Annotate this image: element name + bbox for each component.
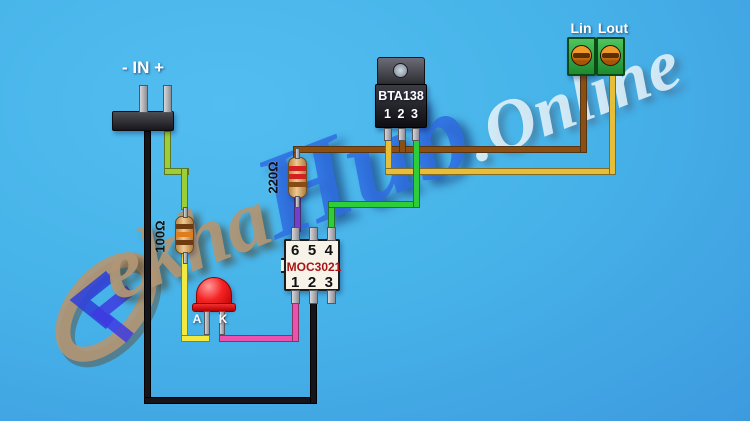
- triac-pin-number: 3: [411, 107, 418, 121]
- triac-pin-labels: 1 2 3: [375, 107, 427, 121]
- opto-pin-number: 6: [291, 242, 300, 259]
- opto-pin4-stub: [327, 227, 336, 241]
- input-label: - IN +: [121, 58, 165, 77]
- triac-mounting-hole: [393, 63, 408, 78]
- wire-led-anode-1: [181, 251, 188, 342]
- resistor-band: [289, 166, 306, 171]
- terminal-label-lout: Lout: [597, 20, 629, 36]
- resistor-band: [176, 224, 193, 229]
- wire-led-cathode-2: [292, 300, 299, 342]
- wire-load-gold-lout: [609, 74, 616, 175]
- wire-dc-negative-vertical: [144, 131, 151, 403]
- opto-pin3-stub: [327, 290, 336, 304]
- resistor-r1-lead-bottom: [183, 252, 188, 264]
- triac-pin1-stub: [384, 128, 392, 141]
- triac-pin2-stub: [398, 128, 406, 141]
- wire-dc-positive-3: [181, 168, 188, 210]
- led-anode-label: A: [192, 312, 202, 326]
- watermark-logo-icon: [55, 252, 162, 368]
- led-flange: [192, 303, 236, 312]
- wire-dc-negative-to-pin2: [310, 300, 317, 404]
- terminal-screw-slot: [573, 53, 590, 58]
- wire-dc-negative-bottom: [144, 397, 317, 404]
- triac-pin-number: 1: [384, 107, 391, 121]
- terminal-screw-slot: [602, 53, 619, 58]
- triac-body: [375, 84, 427, 128]
- led-pin-anode: [204, 311, 210, 335]
- resistor-r1-body: [175, 216, 194, 254]
- opto-pin6-stub: [291, 227, 300, 241]
- opto-pins-bottom-row: 1 2 3: [284, 274, 340, 291]
- triac-pin-number: 2: [397, 107, 405, 121]
- resistor-band: [289, 174, 306, 179]
- opto-pin-number: 3: [324, 274, 333, 291]
- opto-pin-number: 2: [307, 274, 317, 291]
- wire-dc-positive-2: [164, 168, 189, 175]
- resistor-r2-lead-top: [295, 148, 300, 159]
- resistor-band: [289, 182, 306, 187]
- opto-part-label: MOC3021: [286, 260, 342, 274]
- wire-line-brown-lin: [580, 74, 587, 153]
- resistor-r1-lead-top: [183, 207, 188, 218]
- resistor-band: [176, 232, 193, 237]
- wire-led-cathode-1: [219, 335, 297, 342]
- opto-pin1-stub: [291, 290, 300, 304]
- triac-part-label: BTA138: [378, 89, 424, 103]
- led-pin-cathode: [219, 311, 225, 335]
- input-pin-negative: [139, 85, 148, 113]
- wire-led-anode-2: [181, 335, 210, 342]
- opto-pin2-stub: [309, 290, 318, 304]
- wire-gate-green-3: [413, 136, 420, 208]
- wire-line-brown-horizontal: [293, 146, 587, 153]
- opto-pin5-stub: [309, 227, 318, 241]
- led-cathode-label: K: [218, 312, 228, 326]
- terminal-label-lin: Lin: [570, 20, 592, 36]
- wire-gate-green-2: [328, 201, 420, 208]
- opto-part-number: MOC3021: [286, 260, 342, 274]
- resistor-r2-lead-bottom: [295, 196, 300, 208]
- resistor-r2-label: 220Ω: [265, 161, 281, 194]
- input-pin-positive: [163, 85, 172, 113]
- resistor-r2-body: [288, 157, 307, 198]
- input-connector-body: [112, 111, 174, 131]
- triac-pin3-stub: [412, 128, 420, 141]
- opto-pin-number: 1: [291, 274, 300, 291]
- opto-pin-number: 5: [307, 242, 317, 259]
- resistor-r1-label: 100Ω: [152, 220, 168, 253]
- opto-pin-number: 4: [324, 242, 333, 259]
- opto-pins-top-row: 6 5 4: [284, 242, 340, 259]
- resistor-band: [176, 240, 193, 245]
